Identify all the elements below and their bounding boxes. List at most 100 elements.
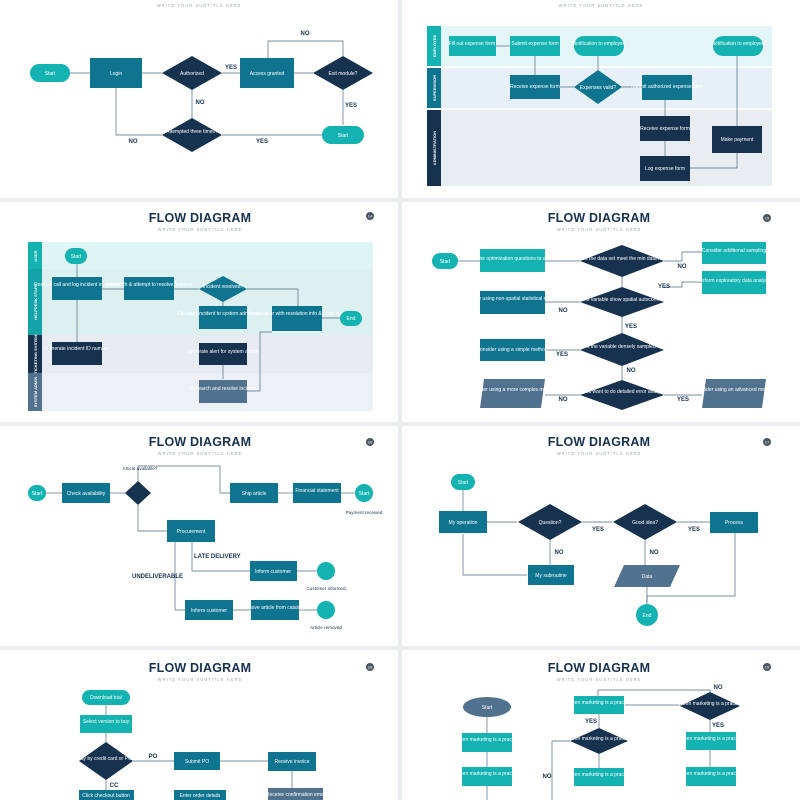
branch-label: YES (345, 103, 357, 109)
process-node[interactable] (462, 767, 512, 786)
process-node[interactable] (462, 733, 512, 752)
optimization-node[interactable] (480, 249, 545, 272)
process-node[interactable] (686, 767, 736, 786)
note: Article available? (123, 466, 158, 471)
start-node[interactable] (355, 484, 373, 502)
node-label: Consider using an advanced method (693, 387, 775, 393)
check-availability-node[interactable] (62, 483, 110, 503)
process-node[interactable] (710, 512, 758, 533)
expenses-valid-decision[interactable] (574, 70, 622, 104)
access-granted-node[interactable] (240, 58, 294, 88)
confirmation-email-node[interactable] (268, 788, 323, 800)
financial-statement-node[interactable] (293, 483, 341, 503)
error-analysis-decision[interactable] (580, 380, 664, 410)
remove-article-node[interactable] (251, 600, 299, 620)
generate-alert-node[interactable] (199, 343, 247, 365)
checkout-node[interactable] (79, 790, 134, 800)
branch-label: NO (650, 550, 659, 556)
slide-1[interactable]: WRITE YOUR SUBTITLE HERE Start Login Aut… (0, 0, 398, 198)
make-payment-node[interactable] (712, 126, 762, 153)
node-label: Green marketing is a practice (678, 771, 744, 777)
question-decision[interactable] (518, 504, 582, 540)
data-node[interactable] (614, 565, 680, 587)
start-node[interactable] (451, 474, 475, 490)
receive-call-node[interactable] (52, 277, 102, 300)
lane-header (427, 68, 441, 108)
select-version-node[interactable] (80, 715, 132, 733)
node-label: Green marketing is a practice (566, 736, 632, 742)
research-resolve-node[interactable] (199, 380, 247, 403)
submit-authorized-node[interactable] (642, 75, 692, 100)
article-available-decision[interactable] (125, 481, 151, 505)
slide-2[interactable]: WRITE YOUR SUBTITLE HERE EMPLOYEE SUPERV… (402, 0, 800, 198)
decision-node[interactable] (680, 692, 740, 720)
start-node[interactable] (28, 485, 46, 501)
start-node[interactable] (30, 64, 70, 82)
provide-user-node[interactable] (272, 306, 322, 331)
inform-customer-node[interactable] (185, 600, 233, 620)
exploratory-node[interactable] (702, 271, 766, 294)
connectors (496, 45, 738, 169)
download-trial-node[interactable] (82, 690, 130, 705)
customer-informed-event[interactable] (317, 562, 335, 580)
advanced-method-node[interactable] (702, 379, 766, 408)
receive-form-node[interactable] (640, 116, 690, 141)
autocorrelation-decision[interactable] (580, 287, 664, 317)
process-node[interactable] (574, 696, 624, 714)
payment-decision[interactable] (79, 742, 133, 780)
exit-module-decision[interactable] (313, 56, 373, 90)
ship-article-node[interactable] (230, 483, 278, 503)
process-node[interactable] (686, 732, 736, 750)
branch-label: YES (658, 284, 670, 290)
complex-method-node[interactable] (480, 379, 545, 408)
receive-invoice-node[interactable] (268, 752, 316, 771)
end-node[interactable] (340, 311, 362, 326)
slide-5[interactable]: FLOW DIAGRAM WRITE YOUR SUBTITLE HERE 16… (0, 426, 398, 646)
authorized-decision[interactable] (162, 56, 222, 90)
order-details-node[interactable] (174, 790, 226, 800)
login-node[interactable] (90, 58, 142, 88)
node-label: Green marketing is a practice (566, 772, 632, 778)
simple-method-node[interactable] (480, 339, 545, 361)
procurement-node[interactable] (167, 520, 215, 542)
start-node[interactable] (65, 248, 87, 264)
slide-title: FLOW DIAGRAM (548, 661, 650, 675)
lane-label: EMPLOYEE (432, 35, 437, 58)
start-node[interactable] (322, 126, 364, 144)
slide-8[interactable]: FLOW DIAGRAM WRITE YOUR SUBTITLE HERE 19… (402, 650, 800, 800)
branch-label: YES (556, 352, 568, 358)
inform-customer-node[interactable] (250, 561, 297, 581)
node-label: Enter order details (180, 793, 221, 799)
slide-6[interactable]: FLOW DIAGRAM WRITE YOUR SUBTITLE HERE 17… (402, 426, 800, 646)
start-node[interactable] (463, 697, 511, 717)
submit-po-node[interactable] (174, 752, 220, 770)
slide-subtitle: WRITE YOUR SUBTITLE HERE (157, 3, 242, 8)
log-form-node[interactable] (640, 156, 690, 181)
slide-3[interactable]: FLOW DIAGRAM WRITE YOUR SUBTITLE HERE 14… (0, 202, 398, 422)
attempts-decision[interactable] (162, 118, 222, 152)
slide-4[interactable]: FLOW DIAGRAM WRITE YOUR SUBTITLE HERE 15… (402, 202, 800, 422)
end-node[interactable] (636, 604, 658, 626)
min-data-decision[interactable] (580, 245, 664, 277)
good-idea-decision[interactable] (613, 504, 677, 540)
densely-sampled-decision[interactable] (580, 333, 664, 366)
notification-node[interactable] (713, 36, 763, 56)
incident-resolved-decision[interactable] (199, 276, 247, 302)
slide-title: FLOW DIAGRAM (149, 435, 251, 449)
start-node[interactable] (432, 253, 458, 269)
slide-7[interactable]: FLOW DIAGRAM WRITE YOUR SUBTITLE HERE 18… (0, 650, 398, 800)
additional-sampling-node[interactable] (702, 242, 766, 264)
research-node[interactable] (124, 277, 174, 300)
my-operation-node[interactable] (439, 511, 487, 533)
fill-form-node[interactable] (449, 36, 496, 56)
decision-node[interactable] (570, 728, 628, 754)
notification-node[interactable] (574, 36, 624, 56)
process-node[interactable] (574, 768, 624, 786)
generate-id-node[interactable] (52, 342, 102, 365)
escalate-node[interactable] (199, 306, 247, 329)
article-removed-event[interactable] (317, 601, 335, 619)
submit-form-node[interactable] (510, 36, 560, 56)
receive-form-node[interactable] (510, 75, 560, 99)
non-spatial-node[interactable] (480, 291, 545, 314)
my-subroutine-node[interactable] (528, 565, 574, 585)
